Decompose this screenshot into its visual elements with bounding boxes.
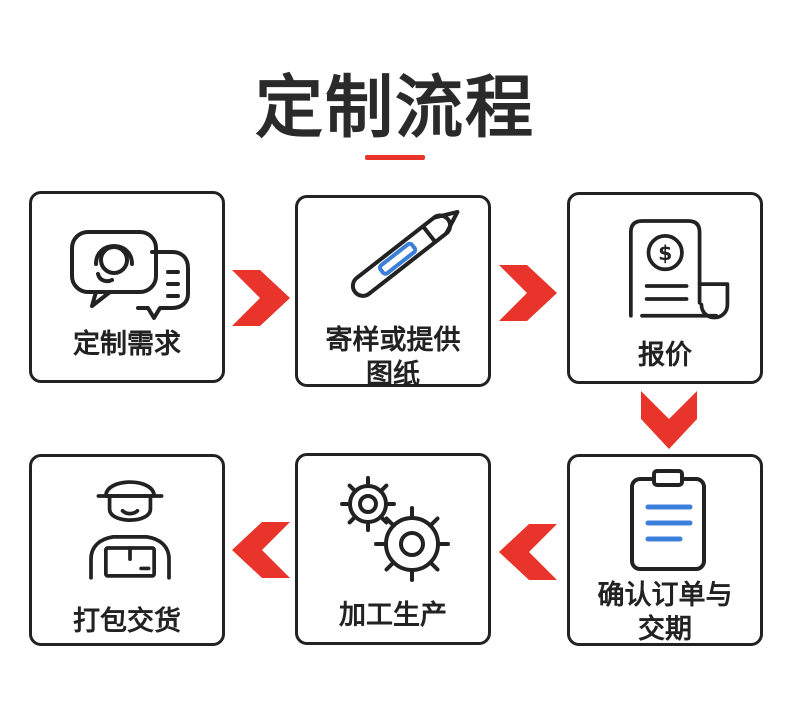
step-card-5: 加工生产 — [295, 453, 491, 645]
step-label-5: 加工生产 — [339, 600, 447, 631]
pen-icon — [350, 209, 460, 298]
clipboard-icon — [630, 469, 706, 571]
step-card-6: 打包交货 — [29, 454, 225, 646]
step-card-3: $ 报价 — [567, 192, 763, 384]
page-title: 定制流程 — [254, 69, 535, 148]
arrow-right-icon — [499, 265, 557, 321]
step-label-1: 定制需求 — [73, 329, 181, 360]
gears-icon — [340, 476, 450, 582]
svg-text:$: $ — [658, 241, 672, 265]
arrow-down-icon — [641, 391, 697, 449]
title-underline — [365, 155, 425, 160]
step-card-2: 寄样或提供图纸 — [295, 195, 491, 390]
step-card-4: 确认订单与交期 — [567, 454, 763, 646]
step-label-6: 打包交货 — [73, 606, 181, 637]
step-label-2: 寄样或提供图纸 — [325, 325, 461, 390]
arrow-right-icon — [232, 270, 290, 326]
arrow-left-icon — [499, 524, 557, 580]
invoice-dollar-icon: $ — [629, 219, 730, 320]
delivery-person-icon — [89, 480, 171, 580]
step-label-3: 报价 — [638, 340, 692, 371]
arrow-left-icon — [232, 522, 290, 578]
step-label-4: 确认订单与交期 — [597, 580, 733, 645]
step-card-1: 定制需求 — [29, 191, 225, 383]
customer-service-chat-icon — [70, 230, 190, 320]
